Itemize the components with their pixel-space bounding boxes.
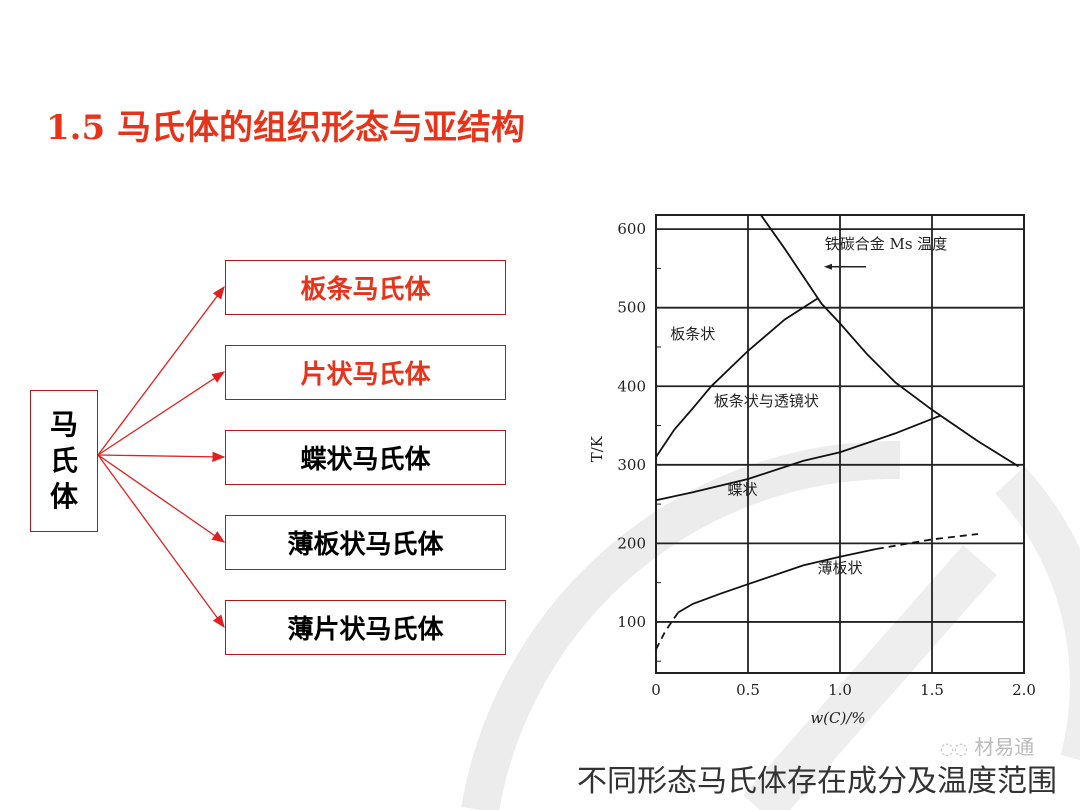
y-axis-label: T/K: [588, 435, 606, 462]
chart-annotation: 板条状: [670, 325, 715, 343]
martensite-type-label: 蝶状马氏体: [300, 445, 431, 475]
series-line: [655, 414, 942, 502]
martensite-type-box: 薄板状马氏体: [225, 515, 506, 570]
chart-annotation: 蝶状: [727, 481, 757, 499]
martensite-morphology-chart: 0 0.5 1.0 1.5 2.0 100 200 300 400 500 600 w(C)/% T/K…: [588, 214, 1036, 727]
martensite-type-label: 片状马氏体: [300, 360, 431, 390]
series-line: [655, 611, 679, 650]
martensite-type-box: 蝶状马氏体: [225, 430, 506, 485]
x-tick-label: 1.5: [920, 681, 944, 699]
x-tick-label: 0.5: [736, 681, 760, 699]
branch-arrow: [97, 451, 226, 463]
martensite-type-box: 板条马氏体: [225, 260, 506, 315]
martensite-type-label: 薄板状马氏体: [287, 530, 444, 560]
series-line: [876, 533, 979, 550]
y-tick-label: 200: [617, 534, 646, 552]
martensite-type-label: 薄片状马氏体: [287, 615, 444, 645]
series-line: [677, 548, 877, 614]
martensite-root-box: 马氏体: [30, 390, 98, 532]
chart-annotation: 薄板状: [817, 559, 862, 577]
branch-arrow: [97, 371, 226, 456]
x-tick-label: 0: [651, 681, 661, 699]
chart-annotation: 板条状与透镜状: [714, 392, 819, 410]
watermark: ◌◌ 材易通: [940, 734, 1034, 762]
y-tick-label: 600: [617, 220, 646, 238]
x-tick-label: 2.0: [1012, 681, 1036, 699]
y-tick-label: 500: [617, 299, 646, 317]
martensite-type-label: 板条马氏体: [300, 275, 431, 305]
y-tick-label: 400: [617, 377, 646, 395]
y-tick-label: 100: [617, 613, 646, 631]
martensite-type-box: 片状马氏体: [225, 345, 506, 400]
branch-arrow: [97, 454, 225, 629]
root-label: 马氏体: [49, 408, 78, 513]
annotation-arrowhead: [824, 263, 832, 270]
chart-caption: 不同形态马氏体存在成分及温度范围: [577, 764, 1057, 799]
x-axis-label: w(C)/%: [810, 709, 865, 727]
chart-annotation: 铁碳合金 Ms 温度: [825, 235, 948, 253]
branch-arrow: [97, 285, 225, 456]
watermark-text: 材易通: [974, 735, 1035, 759]
y-tick-label: 300: [617, 456, 646, 474]
series-line: [655, 297, 819, 458]
martensite-type-box: 薄片状马氏体: [225, 600, 506, 655]
x-tick-label: 1.0: [828, 681, 852, 699]
slide-title: 1.5 马氏体的组织形态与亚结构: [46, 108, 525, 148]
branch-arrows: [97, 285, 226, 629]
wechat-icon: ◌◌: [940, 739, 968, 758]
branch-arrow: [97, 454, 226, 543]
series-line: [760, 214, 1019, 468]
